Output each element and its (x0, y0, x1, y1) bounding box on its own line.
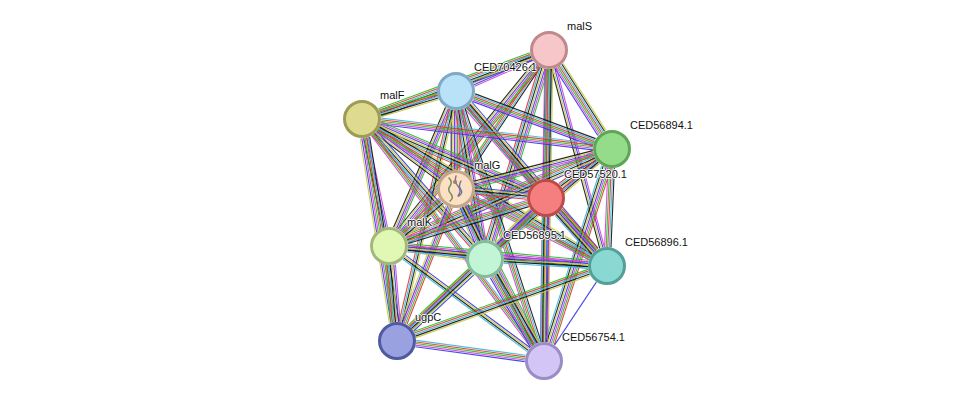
structure-strand (449, 178, 453, 201)
evidence-strand (416, 345, 525, 360)
evidence-strand (499, 273, 539, 342)
evidence-strand (386, 265, 391, 322)
evidence-strand (493, 276, 533, 345)
interaction-edge (461, 204, 539, 346)
protein-node: CED70426.1 (437, 72, 475, 110)
structure-strand (459, 181, 462, 196)
protein-label: malG (474, 159, 500, 172)
protein-node: CED56895.1 (466, 240, 504, 278)
evidence-strand (415, 347, 524, 362)
protein-node: malG (437, 170, 475, 208)
interaction-edge (504, 257, 588, 268)
protein-node: CED56896.1 (588, 247, 626, 285)
evidence-strand (415, 274, 589, 336)
interaction-edge (386, 265, 400, 323)
protein-label: malF (380, 89, 404, 102)
structure-atom (453, 180, 457, 184)
interaction-edge (475, 188, 528, 200)
protein-node: CED56894.1 (593, 130, 631, 168)
protein-label: ugpC (415, 311, 441, 324)
evidence-strand (495, 275, 535, 344)
evidence-strand (475, 194, 527, 199)
evidence-strand (557, 68, 600, 135)
evidence-strand (562, 64, 605, 131)
evidence-strand (414, 271, 588, 333)
interaction-edge (490, 273, 538, 347)
evidence-strand (416, 344, 525, 359)
evidence-strand (402, 199, 440, 231)
interaction-edge (401, 206, 452, 325)
protein-label: malK (407, 216, 432, 229)
protein-label: CED56754.1 (562, 331, 625, 344)
evidence-strand (410, 271, 470, 327)
evidence-strand (401, 198, 439, 230)
protein-node: CED57520.1 (527, 179, 565, 217)
protein-label: CED56895.1 (503, 229, 566, 242)
evidence-strand (504, 263, 588, 268)
interaction-edge (415, 340, 525, 361)
evidence-strand (558, 67, 601, 134)
evidence-strand (561, 65, 604, 132)
evidence-strand (414, 269, 588, 331)
protein-structure-icon (449, 176, 462, 201)
protein-label: malS (567, 20, 592, 33)
evidence-strand (405, 154, 593, 236)
protein-label: CED56896.1 (625, 236, 688, 249)
evidence-strand (416, 275, 590, 337)
evidence-strand (492, 277, 532, 346)
evidence-strand (490, 278, 530, 347)
protein-label: CED56894.1 (630, 119, 693, 132)
protein-node: CED56754.1 (525, 342, 563, 380)
protein-node: malK (370, 227, 408, 265)
protein-label: CED57520.1 (564, 168, 627, 181)
evidence-strand (381, 99, 439, 116)
evidence-strand (411, 273, 471, 329)
evidence-strand (415, 272, 589, 334)
protein-node: ugpC (378, 322, 416, 360)
interaction-edge (408, 269, 474, 331)
structure-strand (455, 176, 460, 196)
evidence-strand (563, 63, 606, 130)
evidence-strand (561, 210, 597, 250)
evidence-strand (497, 274, 537, 343)
interaction-edge (414, 269, 590, 337)
protein-label: CED70426.1 (474, 61, 537, 74)
protein-node: malF (343, 100, 381, 138)
evidence-strand (496, 275, 536, 344)
